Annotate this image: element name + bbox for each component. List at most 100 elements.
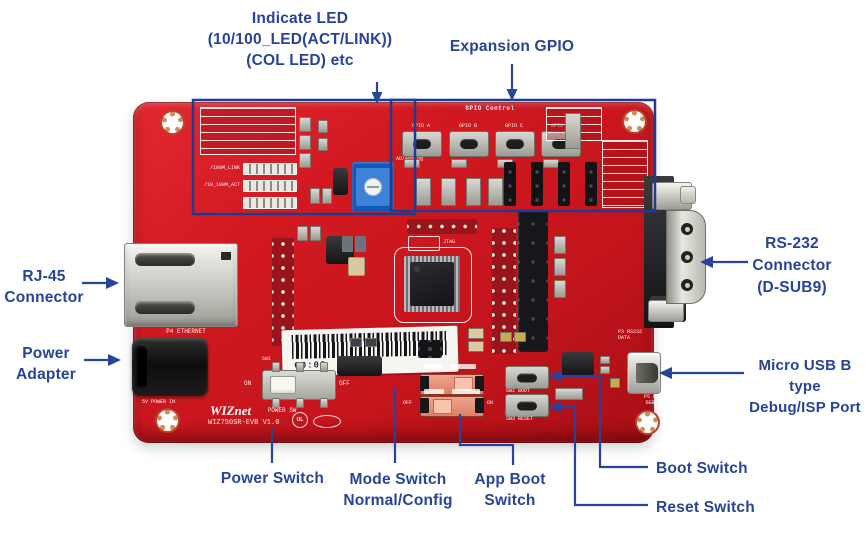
callout-expansion-gpio: Expansion GPIO [449, 38, 575, 55]
callout-indicate-led: Indicate LED (10/100_LED(ACT/LINK)) (COL… [207, 10, 393, 69]
capacitor [350, 338, 362, 347]
silk-led-label-2: /10_100M_ACT [203, 182, 240, 188]
silk-appboot-off: OFF [403, 400, 413, 406]
mcu-outline [394, 247, 472, 323]
switch-pin [296, 362, 304, 372]
silk-jtag: JTAG [443, 239, 456, 245]
component [337, 356, 382, 376]
ul-mark: UL [292, 412, 308, 428]
component [466, 178, 481, 206]
jtag-footprint [408, 236, 440, 251]
component [416, 178, 431, 206]
mounting-hole [162, 112, 183, 133]
indicator-led [299, 117, 311, 132]
pinout-table [602, 140, 648, 208]
mcu-chip [404, 256, 460, 312]
component [488, 178, 503, 206]
boot-button [505, 366, 549, 389]
component [441, 178, 456, 206]
cert-oval-mark [313, 415, 341, 428]
resistor [555, 388, 583, 400]
capacitor [322, 188, 332, 204]
switch-pin [272, 362, 280, 372]
gpio-button-b [449, 131, 489, 157]
silk-sw1: SW1 [262, 356, 272, 362]
silk-power-sw: POWER SW [267, 407, 297, 414]
power-barrel-jack [132, 338, 208, 396]
capacitor [310, 226, 321, 241]
silk-reset-btn: SW3 RESET [506, 416, 534, 422]
switch-pin [272, 398, 280, 408]
mounting-hole [637, 412, 658, 433]
capacitor [355, 236, 366, 252]
jumper-header [531, 162, 543, 206]
component [554, 258, 566, 276]
switch-pin [320, 362, 328, 372]
indicator-led [299, 153, 311, 168]
silk-appboot-on: ON [487, 400, 494, 406]
callout-reset-switch: Reset Switch [656, 499, 755, 516]
silk-ethernet: P4 ETHERNET [166, 328, 206, 335]
callout-boot-switch: Boot Switch [656, 460, 748, 477]
capacitor [310, 188, 320, 204]
led-resistor-array [243, 180, 297, 192]
app-boot-slide-switch [420, 396, 484, 417]
led-legend-table [200, 107, 296, 155]
led-resistor-array [243, 163, 297, 175]
led [468, 341, 484, 352]
capacitor [543, 159, 559, 168]
micro-usb-connector [627, 352, 661, 394]
gpio-button-a [402, 131, 442, 157]
transistor [333, 168, 348, 195]
silk-model: WIZ750SR-EVB V1.0 [208, 419, 280, 427]
oscillator [565, 113, 581, 149]
uart-header-footprint [407, 219, 477, 234]
led [468, 328, 484, 339]
rj45-connector [124, 243, 238, 327]
crystal [348, 257, 365, 276]
component [554, 236, 566, 254]
indicator-led [299, 135, 311, 150]
callout-power-switch: Power Switch [220, 470, 325, 487]
capacitor [600, 366, 610, 374]
silk-gpio-b: GPIO B [458, 123, 477, 129]
led [500, 332, 512, 342]
rs232-db9-connector [644, 176, 706, 328]
silk-on: ON [244, 380, 252, 387]
silk-power-in: 5V POWER IN [142, 399, 176, 405]
silk-boot-btn: SW2 BOOT [506, 388, 531, 394]
module-header-left [272, 238, 294, 346]
indicator-led [318, 138, 328, 151]
jumper-header [558, 162, 570, 206]
silk-gpio-a: GPIO A [411, 123, 430, 129]
jumper-header [504, 162, 516, 206]
debug-chip [562, 352, 594, 376]
mounting-hole [157, 410, 178, 431]
trimmer-potentiometer [352, 162, 394, 212]
pin-header-2x2 [418, 340, 442, 358]
silk-gpio-control: GPIO Control [465, 105, 515, 112]
jumper-header [585, 162, 597, 206]
capacitor [600, 356, 610, 364]
silk-led-label-1: /100M_LINK [209, 165, 240, 171]
indicator-led [318, 120, 328, 133]
switch-pin [296, 398, 304, 408]
expansion-pin-header [518, 210, 548, 352]
capacitor [342, 236, 353, 252]
silk-off: OFF [339, 380, 350, 387]
led [610, 378, 620, 388]
switch-pin [320, 398, 328, 408]
led [514, 332, 526, 342]
capacitor [365, 338, 377, 347]
component [554, 280, 566, 298]
capacitor [297, 226, 308, 241]
